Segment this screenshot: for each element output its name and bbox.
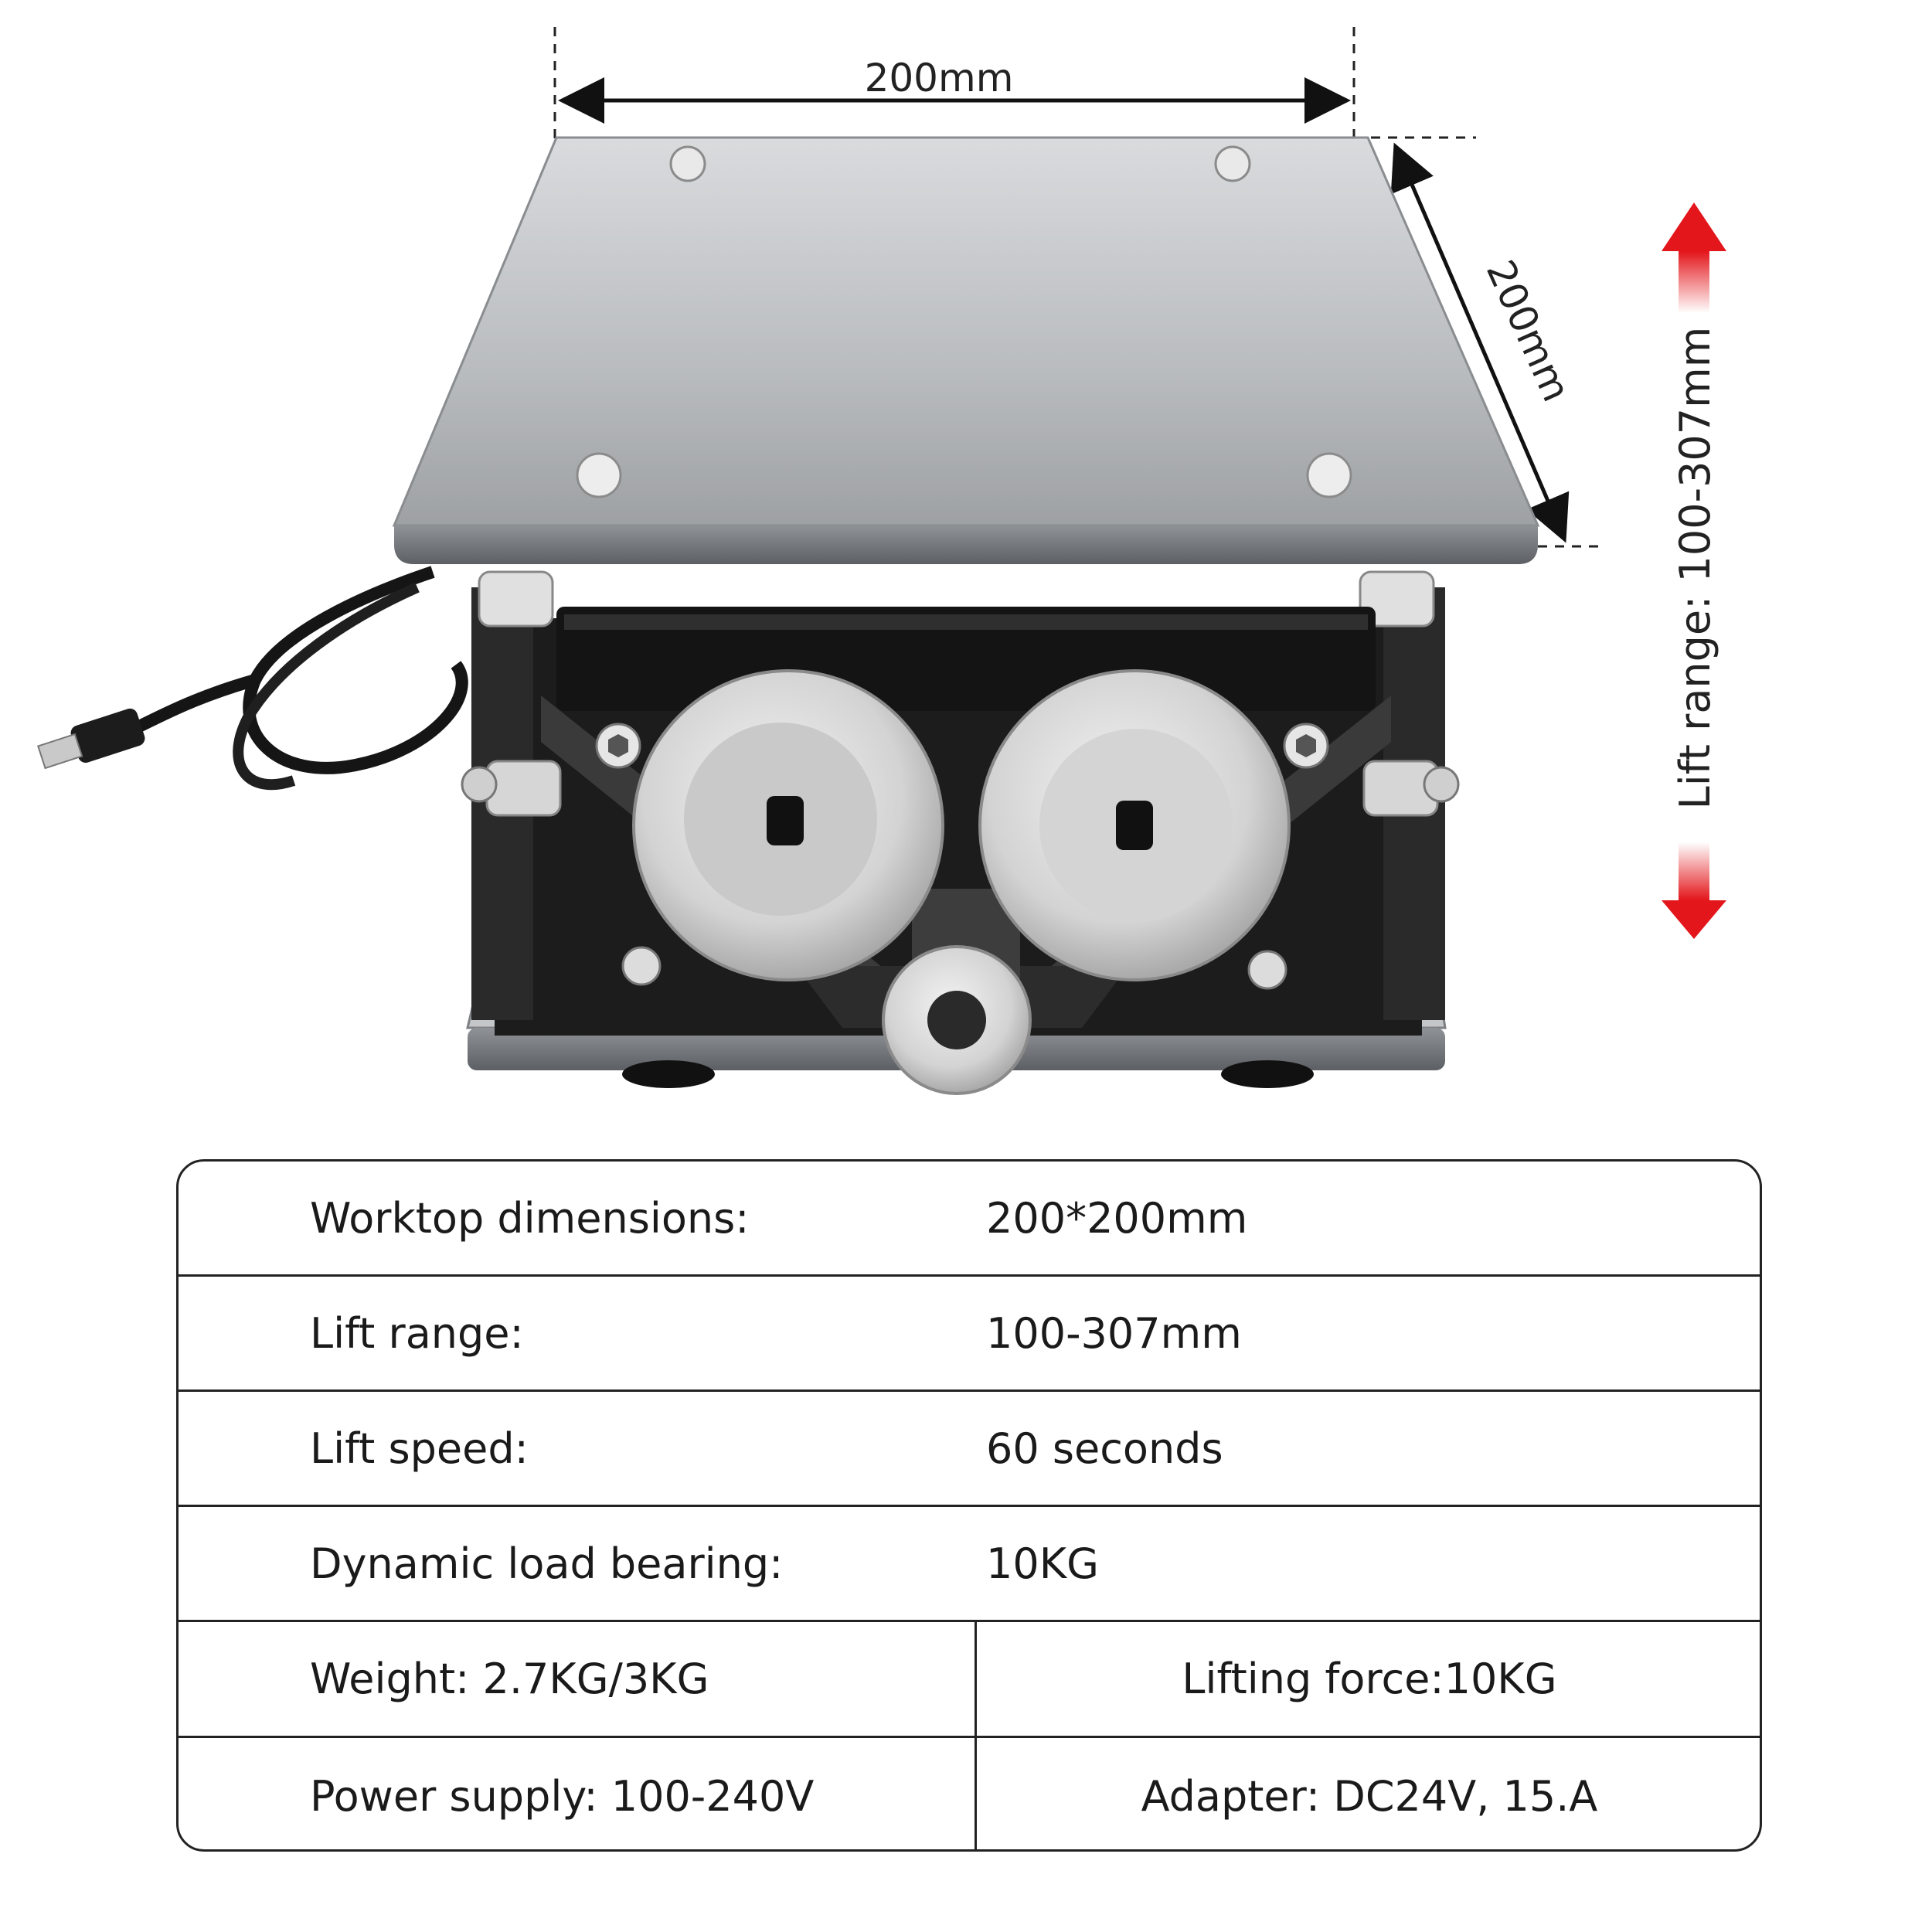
plate-screw-icon	[1214, 145, 1251, 182]
column-divider	[975, 1622, 977, 1849]
width-dimension: 200mm	[553, 27, 1355, 139]
plate-screw-icon	[576, 452, 622, 498]
spec-table: Worktop dimensions: 200*200mm Lift range…	[176, 1159, 1762, 1852]
spec-adapter: Adapter: DC24V, 15.A	[1141, 1771, 1598, 1821]
depth-label: 200mm	[1478, 253, 1579, 408]
spec-value: 10KG	[986, 1539, 1099, 1588]
hex-screws	[595, 723, 1329, 990]
lift-range-label: Lift range: 100-307mm	[1671, 327, 1719, 810]
spec-value: 100-307mm	[986, 1308, 1242, 1358]
table-row: Weight: 2.7KG/3KG Lifting force:10KG	[179, 1622, 1760, 1738]
spec-value: 60 seconds	[986, 1423, 1223, 1473]
spec-label: Lift range:	[310, 1308, 524, 1358]
lift-range-indicator: Lift range: 100-307mm	[1662, 202, 1726, 939]
table-row: Power supply: 100-240V Adapter: DC24V, 1…	[179, 1738, 1760, 1849]
spec-power-supply: Power supply: 100-240V	[310, 1771, 815, 1821]
side-rollers	[461, 570, 1460, 817]
table-row: Dynamic load bearing: 10KG	[179, 1507, 1760, 1622]
plate-screw-icon	[1306, 452, 1352, 498]
product-illustration: 200mm 200mm Lift range: 100-307mm	[37, 27, 1726, 1095]
spec-weight: Weight: 2.7KG/3KG	[310, 1655, 709, 1703]
spec-label: Dynamic load bearing:	[310, 1539, 784, 1588]
right-pulley	[978, 669, 1291, 981]
spec-label: Worktop dimensions:	[310, 1193, 750, 1243]
top-plate	[392, 136, 1540, 564]
width-label: 200mm	[865, 56, 1014, 100]
spec-label: Lift speed:	[310, 1423, 529, 1473]
left-pulley	[632, 669, 944, 981]
table-row: Lift range: 100-307mm	[179, 1277, 1760, 1392]
power-cable	[37, 566, 468, 791]
arrow-down-icon	[1662, 842, 1726, 939]
spec-value: 200*200mm	[986, 1193, 1248, 1243]
plate-screw-icon	[669, 145, 706, 182]
drive-gear	[882, 945, 1032, 1095]
arrow-up-icon	[1662, 202, 1726, 313]
table-row: Worktop dimensions: 200*200mm	[179, 1162, 1760, 1277]
table-row: Lift speed: 60 seconds	[179, 1392, 1760, 1507]
spec-lifting-force: Lifting force:10KG	[1182, 1655, 1557, 1703]
usb-plug-icon	[37, 708, 145, 770]
